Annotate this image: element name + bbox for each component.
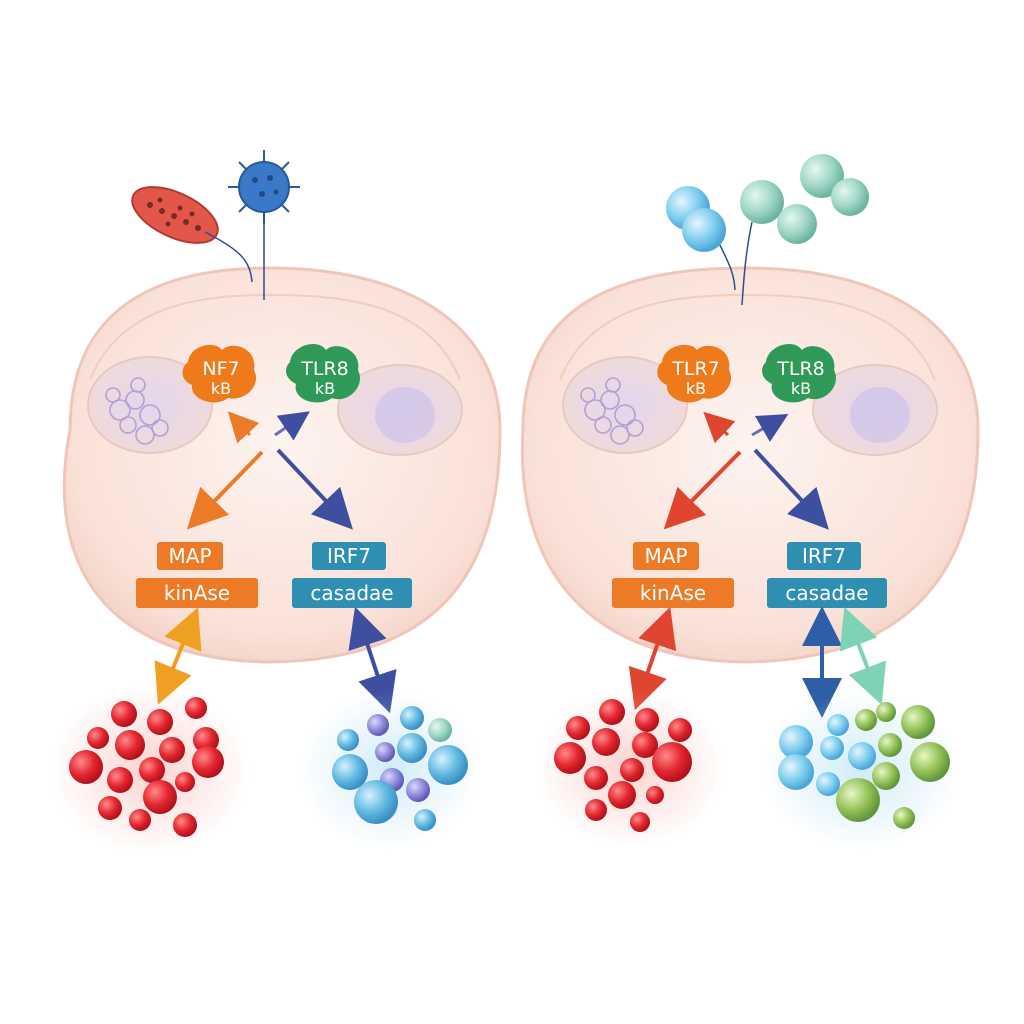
left-pathway-b: IRF7 casadae xyxy=(292,542,412,608)
left-receptor-b-line1: TLR8 xyxy=(300,358,348,380)
right-cell-inner-membrane xyxy=(559,293,936,381)
left-receptor-a-line1: NF7 xyxy=(202,358,239,380)
right-pathway-b: IRF7 casadae xyxy=(767,542,887,608)
left-arrow-to-irf7 xyxy=(276,448,353,530)
nucleolus xyxy=(375,387,435,443)
right-arrow-to-receptor-a xyxy=(703,411,736,444)
right-pathway-b-line1: IRF7 xyxy=(802,544,846,568)
nucleolus xyxy=(850,387,910,443)
blue-sphere-ligand-icon xyxy=(666,186,726,252)
chromatin-icon xyxy=(105,377,169,445)
right-arrow-map-to-red-cluster xyxy=(628,606,677,711)
right-receptor-b: TLR8 kB xyxy=(762,343,836,403)
right-receptor-b-line1: TLR8 xyxy=(776,358,824,380)
right-arrow-irf7-to-green-cluster xyxy=(839,607,887,705)
left-receptor-b: TLR8 kB xyxy=(286,343,360,403)
ligand-tether-a xyxy=(719,244,736,291)
left-cell-inner-membrane xyxy=(89,293,461,381)
right-cell-membrane xyxy=(520,266,980,664)
left-cell: NF7 kB TLR8 kB MAP kinAse IRF7 casadae xyxy=(62,150,502,714)
left-arrow-to-receptor-b xyxy=(274,411,310,441)
left-pathway-b-line1: IRF7 xyxy=(327,544,371,568)
left-pathway-a-line1: MAP xyxy=(169,544,212,568)
right-arrow-to-receptor-b xyxy=(751,414,789,442)
left-blue-cytokine-cluster xyxy=(300,690,480,850)
teal-sphere-ligand-icon xyxy=(740,154,869,244)
right-arrow-to-map xyxy=(663,450,742,530)
right-receptor-a: TLR7 kB xyxy=(657,344,732,403)
right-red-cytokine-cluster xyxy=(535,688,725,848)
right-receptor-a-line1: TLR7 xyxy=(671,358,719,380)
right-cell: TLR7 kB TLR8 kB MAP kinAse IRF7 casadae xyxy=(520,154,980,718)
right-pathway-b-line2: casadae xyxy=(785,581,868,605)
right-receptor-b-line2: kB xyxy=(791,379,811,398)
left-pathway-b-line2: casadae xyxy=(310,581,393,605)
left-receptor-a: NF7 kB xyxy=(182,344,257,403)
left-pathway-a: MAP kinAse xyxy=(136,542,258,608)
right-pathway-a: MAP kinAse xyxy=(612,542,734,608)
left-pathway-a-line2: kinAse xyxy=(164,581,230,605)
left-arrow-to-map xyxy=(186,450,264,530)
right-pathway-a-line2: kinAse xyxy=(640,581,706,605)
right-receptor-a-line2: kB xyxy=(686,379,706,398)
left-arrow-irf7-to-blue-cluster xyxy=(348,606,397,714)
left-arrow-to-receptor-a xyxy=(227,411,260,444)
left-receptor-a-line2: kB xyxy=(211,379,231,398)
ligand-tether-b xyxy=(741,221,753,306)
right-pathway-a-line1: MAP xyxy=(645,544,688,568)
left-red-cytokine-cluster xyxy=(50,685,250,855)
bacterium-icon xyxy=(131,186,219,244)
chromatin-icon xyxy=(580,377,644,445)
left-receptor-b-line2: kB xyxy=(315,379,335,398)
right-arrow-to-irf7 xyxy=(753,448,829,530)
left-arrow-map-to-red-cluster xyxy=(154,607,202,705)
right-blue-green-cytokine-cluster xyxy=(762,690,962,850)
bacterium-tether xyxy=(204,231,253,283)
